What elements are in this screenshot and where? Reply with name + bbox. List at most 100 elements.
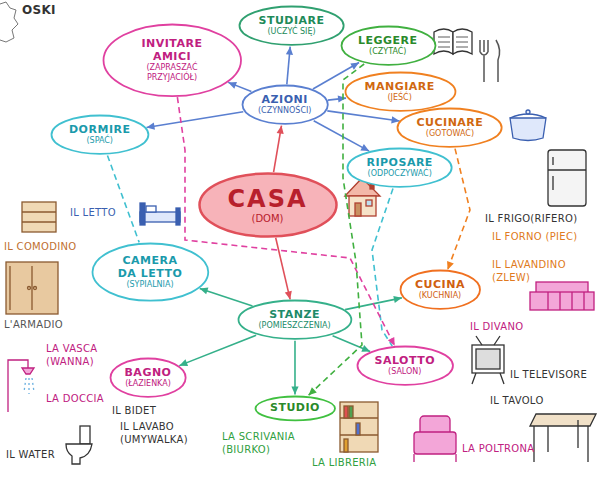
node-translation: (POMIESZCZENIA) bbox=[258, 321, 330, 331]
room-ellipse: BAGNO(ŁAZIENKA) bbox=[109, 357, 187, 398]
node-text-group: MANGIARE(JEŚĆ) bbox=[364, 80, 434, 103]
node-title: DORMIRE bbox=[69, 123, 130, 136]
arrow-head bbox=[228, 82, 237, 89]
arrow-head bbox=[146, 123, 154, 130]
connector-line bbox=[179, 335, 256, 365]
node-title: RIPOSARE bbox=[366, 156, 432, 169]
pot-icon bbox=[510, 110, 546, 141]
map-outline bbox=[0, 2, 18, 42]
item-label: IL WATER bbox=[6, 448, 55, 461]
item-label: IL LAVANDINO (ZLEW) bbox=[492, 258, 592, 284]
node-translation: (UCZYĆ SIĘ) bbox=[258, 27, 324, 37]
item-label: IL COMODINO bbox=[4, 240, 76, 253]
dashed-link bbox=[107, 155, 139, 242]
shower-icon bbox=[8, 360, 34, 412]
arrow-head bbox=[200, 288, 209, 295]
item-label: LA DOCCIA bbox=[46, 392, 104, 405]
arrow-head bbox=[360, 144, 369, 151]
arrow-connector bbox=[345, 296, 402, 310]
room-ellipse: SALOTTO(SALON) bbox=[356, 345, 454, 386]
item-label: IL TELEVISORE bbox=[510, 368, 587, 381]
node-text-group: STUDIO bbox=[270, 401, 320, 414]
node-translation: (SPAĆ) bbox=[69, 136, 130, 146]
node-translation: (CZYTAĆ) bbox=[358, 47, 418, 57]
bed-icon bbox=[140, 203, 180, 225]
room-ellipse: STUDIO bbox=[254, 395, 337, 422]
arrow-head bbox=[285, 291, 292, 300]
node-text-group: DORMIRE(SPAĆ) bbox=[69, 123, 130, 146]
node-translation: (JEŚĆ) bbox=[364, 93, 434, 103]
category-ellipse: STANZE(POMIESZCZENIA) bbox=[237, 299, 353, 340]
fork-knife-icon bbox=[480, 40, 500, 82]
room-ellipse: CUCINA(KUCHNIA) bbox=[399, 269, 482, 310]
wardrobe-icon bbox=[6, 262, 58, 314]
sofa-icon bbox=[530, 282, 594, 310]
ellipse-shape bbox=[345, 73, 455, 111]
node-title: STUDIO bbox=[270, 401, 320, 414]
node-text-group: CASA(DOM) bbox=[228, 186, 308, 225]
arrow-connector bbox=[314, 121, 369, 151]
arrow-head bbox=[393, 296, 402, 303]
connector-line bbox=[177, 97, 394, 346]
arrow-connector bbox=[228, 82, 251, 92]
node-text-group: SALOTTO(SALON) bbox=[374, 354, 435, 377]
node-text-group: CUCINARE(GOTOWAĆ) bbox=[416, 116, 483, 139]
arrow-connector bbox=[327, 111, 399, 124]
arrow-head bbox=[447, 261, 454, 270]
arrow-connector bbox=[286, 47, 293, 85]
room-ellipse: CAMERA DA LETTO(SYPIALNIA) bbox=[91, 242, 210, 302]
node-text-group: CUCINA(KUCHNIA) bbox=[415, 278, 465, 301]
arrow-connector bbox=[146, 112, 243, 130]
item-label: IL DIVANO bbox=[470, 320, 523, 333]
node-text-group: RIPOSARE(ODPOCZYWAĆ) bbox=[366, 156, 432, 179]
ellipse-shape bbox=[357, 347, 452, 385]
ellipse-shape bbox=[110, 359, 185, 397]
book-icon bbox=[434, 29, 472, 54]
node-translation: (ZAPRASZAĆ PRZYJACIÓŁ) bbox=[127, 63, 217, 83]
node-title: BAGNO bbox=[124, 366, 171, 379]
ellipse-shape bbox=[242, 86, 327, 124]
arrow-connector bbox=[333, 336, 371, 352]
action-ellipse: CUCINARE(GOTOWAĆ) bbox=[396, 107, 503, 148]
ellipse-shape bbox=[52, 116, 149, 154]
connector-line bbox=[228, 82, 251, 91]
arrow-connector bbox=[200, 288, 253, 306]
node-translation: (SALON) bbox=[374, 367, 435, 377]
action-ellipse: LEGGERE(CZYTAĆ) bbox=[340, 25, 437, 66]
item-label: IL LAVABO (UMYWALKA) bbox=[120, 420, 200, 446]
node-translation: (CZYNNOŚCI) bbox=[258, 106, 311, 116]
item-label: IL TAVOLO bbox=[490, 394, 544, 407]
connector-line bbox=[333, 336, 371, 352]
toilet-icon bbox=[66, 426, 92, 464]
node-title: CASA bbox=[228, 186, 308, 213]
dashed-link bbox=[177, 97, 394, 346]
node-text-group: STANZE(POMIESZCZENIA) bbox=[258, 308, 330, 331]
arrow-connector bbox=[276, 238, 292, 300]
ellipse-shape bbox=[348, 149, 452, 187]
ellipse-shape bbox=[341, 27, 435, 65]
node-title: CUCINARE bbox=[416, 116, 483, 129]
item-label: LA POLTRONA bbox=[462, 442, 534, 455]
node-title: CUCINA bbox=[415, 278, 465, 291]
connector-line bbox=[146, 112, 243, 128]
connector-line bbox=[200, 288, 253, 305]
node-title: SALOTTO bbox=[374, 354, 435, 367]
node-title: MANGIARE bbox=[364, 80, 434, 93]
ellipse-shape bbox=[239, 301, 352, 339]
category-ellipse: AZIONI(CZYNNOŚCI) bbox=[241, 84, 329, 125]
arrow-connector bbox=[291, 341, 298, 395]
node-translation: (GOTOWAĆ) bbox=[416, 129, 483, 139]
ellipse-shape bbox=[200, 174, 337, 237]
node-translation: (DOM) bbox=[228, 213, 308, 225]
fridge-icon bbox=[548, 150, 586, 206]
node-title: LEGGERE bbox=[358, 34, 418, 47]
node-text-group: AZIONI(CZYNNOŚCI) bbox=[258, 93, 311, 116]
node-text-group: STUDIARE(UCZYĆ SIĘ) bbox=[258, 14, 324, 37]
action-ellipse: STUDIARE(UCZYĆ SIĘ) bbox=[238, 5, 345, 46]
armchair-icon bbox=[414, 416, 456, 462]
tv-icon bbox=[472, 336, 504, 384]
nightstand-icon bbox=[22, 202, 56, 232]
node-text-group: INVITARE AMICI(ZAPRASZAĆ PRZYJACIÓŁ) bbox=[127, 37, 217, 83]
ellipse-shape bbox=[400, 271, 480, 309]
arrow-head bbox=[338, 95, 346, 102]
